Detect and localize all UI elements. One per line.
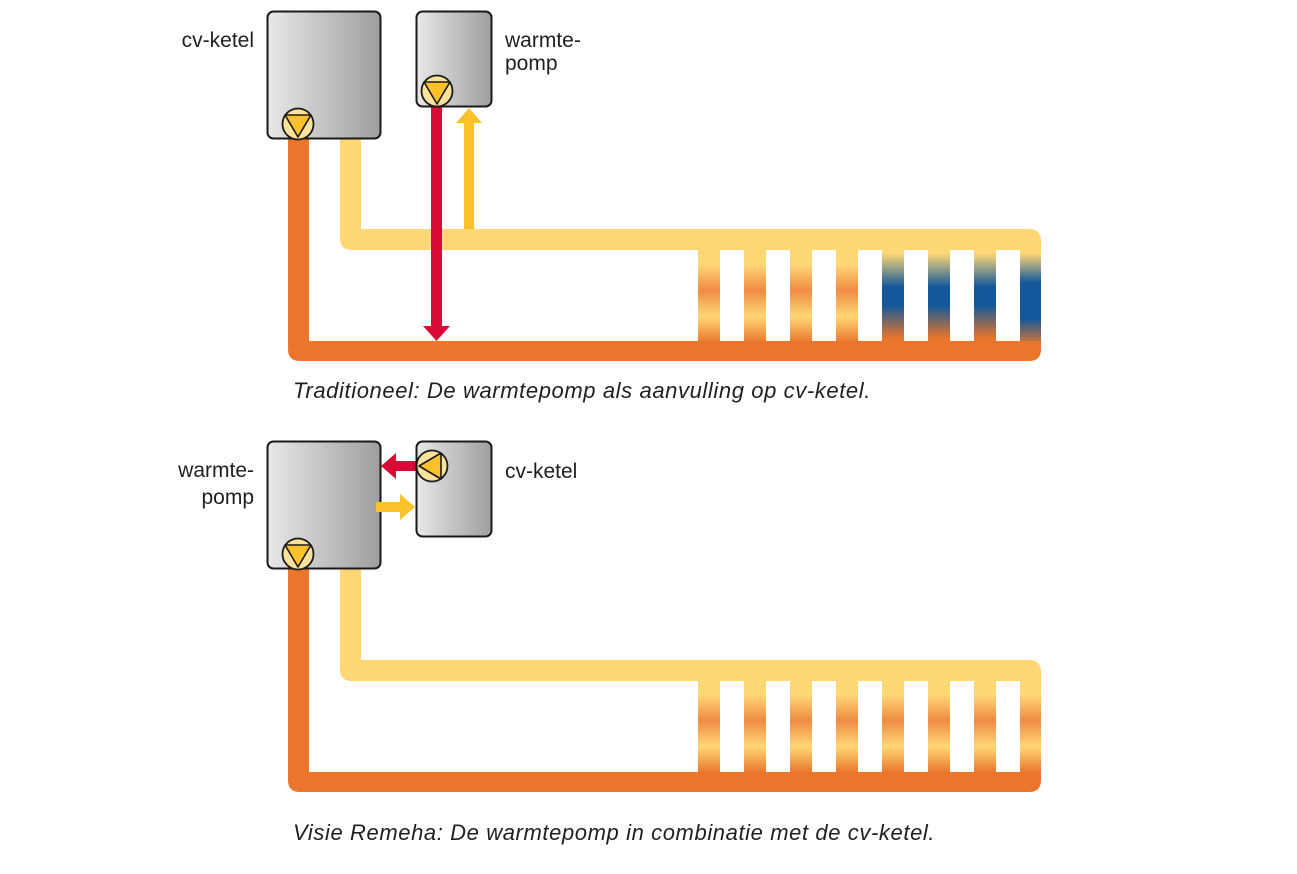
warmtepomp-label-line1: warmte- [177,459,254,482]
pump-icon [420,74,454,108]
caption-visie-remeha: Visie Remeha: De warmtepomp in combinati… [293,820,935,845]
radiator-column [698,240,720,352]
radiator-column-cold [928,240,950,352]
arrow-left-icon [381,453,396,479]
radiator-column [928,670,950,782]
cv-ketel-label: cv-ketel [182,29,254,52]
radiator-column-cold [974,240,996,352]
diagram-visie-remeha: warmte- pomp cv-ketel Visie Remeha: De w… [177,440,1041,845]
radiator [698,240,1041,352]
arrow-right-icon [400,494,415,520]
pump-icon [281,537,315,571]
return-pipe [340,139,1041,250]
heatpump-supply-line [431,105,442,327]
radiator-column [882,670,904,782]
heatpump-return-line [464,122,474,229]
radiator-column-cold [882,240,904,352]
radiator-column [836,670,858,782]
radiator [698,670,1041,782]
radiator-column [744,670,766,782]
pump-icon [415,449,449,483]
diagram-traditioneel: cv-ketel warmte- pomp Traditioneel: De w… [182,10,1041,403]
radiator-column [836,240,858,352]
return-pipe [340,569,1041,681]
radiator-column [790,240,812,352]
radiator-column [744,240,766,352]
warmtepomp-label-line2: pomp [505,52,558,75]
cv-ketel-unit [266,10,382,140]
radiator-column [974,670,996,782]
cv-ketel-label: cv-ketel [505,460,577,483]
radiator-column [790,670,812,782]
cv-ketel-return-line [376,502,401,512]
warmtepomp-label-line2: pomp [201,486,254,509]
radiator-column [1020,670,1041,782]
cv-ketel-supply-line [394,461,417,471]
radiator-column-cold [1020,240,1041,352]
caption-traditioneel: Traditioneel: De warmtepomp als aanvulli… [293,378,871,403]
arrow-down-icon [423,326,450,341]
radiator-column [698,670,720,782]
pump-icon [281,107,315,141]
arrow-up-icon [456,108,482,123]
warmtepomp-label-line1: warmte- [504,29,581,52]
